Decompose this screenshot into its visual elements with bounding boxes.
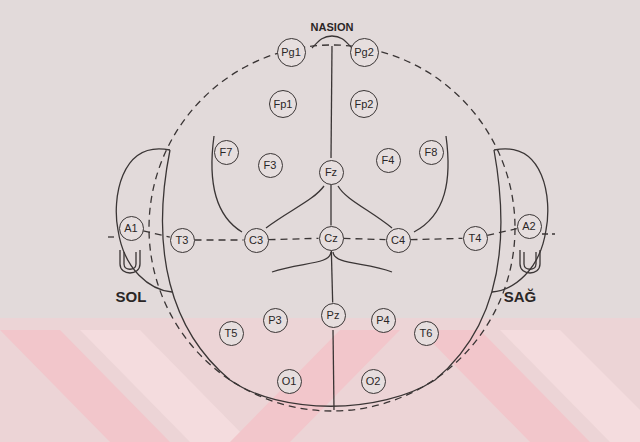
sulcus bbox=[338, 186, 392, 228]
connector-line bbox=[410, 238, 462, 239]
ear-canal bbox=[520, 250, 540, 273]
electrode-circle: Pz bbox=[321, 303, 346, 328]
electrode-circle: P4 bbox=[371, 308, 396, 333]
electrode-circle: A1 bbox=[119, 216, 144, 241]
electrode-label: P3 bbox=[268, 315, 281, 326]
chevron-stripe bbox=[230, 330, 400, 442]
electrode-circle: C3 bbox=[244, 228, 269, 253]
sulcus bbox=[414, 136, 448, 232]
pink-band bbox=[0, 318, 640, 442]
electrode-label: F8 bbox=[425, 147, 438, 158]
electrode-circle: T5 bbox=[219, 321, 244, 346]
region-label: NASION bbox=[311, 22, 354, 33]
ear-canal bbox=[524, 252, 536, 269]
head-outline bbox=[163, 150, 501, 406]
electrode-label: T6 bbox=[420, 328, 433, 339]
sulcus bbox=[272, 252, 331, 272]
electrode-circle: F7 bbox=[214, 140, 239, 165]
dashed-circle bbox=[149, 45, 515, 411]
electrode-label: C4 bbox=[391, 235, 405, 246]
electrode-circle: C4 bbox=[386, 228, 411, 253]
electrode-label: T5 bbox=[225, 328, 238, 339]
chevron-stripe bbox=[80, 330, 250, 442]
electrode-label: F4 bbox=[382, 155, 395, 166]
electrode-circle: O2 bbox=[361, 369, 386, 394]
electrode-circle: T6 bbox=[414, 321, 439, 346]
connector-line bbox=[143, 231, 170, 237]
electrode-circle: O1 bbox=[277, 369, 302, 394]
electrode-label: Pz bbox=[327, 310, 340, 321]
left-ear bbox=[116, 149, 172, 292]
dashed-axis bbox=[108, 236, 118, 237]
electrode-label: Pg2 bbox=[354, 47, 374, 58]
electrode-label: Fz bbox=[325, 167, 337, 178]
electrode-circle: F8 bbox=[419, 140, 444, 165]
electrode-label: T4 bbox=[469, 233, 482, 244]
electrode-label: F3 bbox=[264, 160, 277, 171]
electrode-circle: F3 bbox=[258, 153, 283, 178]
connector-line bbox=[343, 238, 385, 239]
connector-line bbox=[195, 239, 244, 240]
sulcus bbox=[333, 252, 392, 272]
electrode-label: P4 bbox=[376, 315, 389, 326]
electrode-label: Fp2 bbox=[355, 99, 374, 110]
ear-canal bbox=[120, 250, 140, 273]
electrode-circle: Pg2 bbox=[350, 38, 379, 67]
electrode-label: F7 bbox=[220, 147, 233, 158]
ear-canal bbox=[124, 252, 136, 269]
dashed-axis bbox=[542, 233, 555, 234]
electrode-label: T3 bbox=[176, 235, 189, 246]
electrode-label: C3 bbox=[249, 235, 263, 246]
midline bbox=[333, 330, 334, 410]
region-label: SAĞ bbox=[504, 289, 537, 304]
midline bbox=[331, 46, 332, 158]
electrode-label: Pg1 bbox=[281, 47, 301, 58]
region-label: SOL bbox=[116, 289, 147, 304]
electrode-circle: Fz bbox=[319, 160, 344, 185]
electrode-circle: Pg1 bbox=[277, 38, 306, 67]
electrode-label: O2 bbox=[366, 376, 381, 387]
electrode-label: O1 bbox=[282, 376, 297, 387]
electrode-circle: F4 bbox=[376, 148, 401, 173]
electrode-circle: Fp1 bbox=[269, 90, 297, 118]
electrode-label: A2 bbox=[522, 221, 535, 232]
connector-line bbox=[268, 238, 318, 239]
electrode-circle: T3 bbox=[170, 228, 195, 253]
chevron-stripe bbox=[500, 330, 640, 442]
connector-line bbox=[331, 250, 332, 302]
electrode-circle: Cz bbox=[319, 226, 344, 251]
electrode-circle: T4 bbox=[463, 226, 488, 251]
electrode-label: Cz bbox=[324, 233, 337, 244]
electrode-circle: P3 bbox=[263, 308, 288, 333]
electrode-label: Fp1 bbox=[274, 99, 293, 110]
right-ear bbox=[492, 149, 548, 292]
sulcus bbox=[266, 186, 324, 228]
electrode-circle: Fp2 bbox=[350, 90, 378, 118]
electrode-circle: A2 bbox=[517, 214, 542, 239]
electrode-label: A1 bbox=[124, 223, 137, 234]
connector-line bbox=[487, 229, 517, 236]
sulcus bbox=[212, 136, 242, 232]
connector-line bbox=[330, 185, 331, 226]
